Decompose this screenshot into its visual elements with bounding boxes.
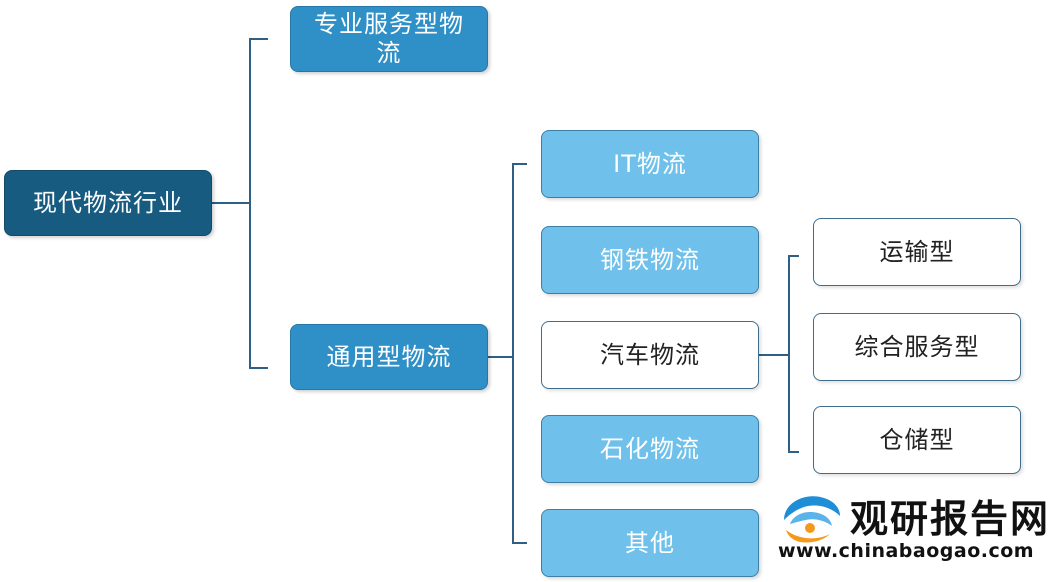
watermark-logo: 观研报告网 www.chinabaogao.com — [776, 480, 1048, 576]
node-label: 专业服务型物流 — [314, 10, 464, 67]
node-petrochemical-logistics: 石化物流 — [541, 415, 759, 483]
node-label: 综合服务型 — [854, 332, 980, 361]
logo-swirl-icon — [784, 496, 840, 543]
watermark-name: 观研报告网 — [850, 497, 1051, 541]
node-warehouse-type: 仓储型 — [813, 406, 1021, 474]
watermark-url: www.chinabaogao.com — [778, 540, 1035, 562]
node-steel-logistics: 钢铁物流 — [541, 226, 759, 294]
node-label: 现代物流行业 — [33, 188, 183, 217]
node-label: IT物流 — [613, 149, 687, 178]
node-label: 汽车物流 — [600, 340, 700, 369]
node-label: 运输型 — [879, 237, 955, 266]
bracket-level2 — [512, 163, 527, 544]
node-label: 其他 — [625, 528, 675, 557]
node-integrated-service-type: 综合服务型 — [813, 313, 1021, 381]
bracket-level3 — [788, 255, 799, 453]
node-label: 仓储型 — [879, 425, 955, 454]
node-modern-logistics-industry: 现代物流行业 — [4, 170, 212, 236]
node-other-logistics: 其他 — [541, 509, 759, 577]
node-general-logistics: 通用型物流 — [290, 324, 488, 390]
node-label: 通用型物流 — [326, 342, 452, 371]
node-auto-logistics: 汽车物流 — [541, 321, 759, 389]
bracket-level1 — [249, 38, 268, 369]
node-label: 石化物流 — [600, 434, 700, 463]
node-it-logistics: IT物流 — [541, 130, 759, 198]
node-label: 钢铁物流 — [600, 245, 700, 274]
node-specialized-logistics: 专业服务型物流 — [290, 6, 488, 72]
node-transport-type: 运输型 — [813, 218, 1021, 286]
